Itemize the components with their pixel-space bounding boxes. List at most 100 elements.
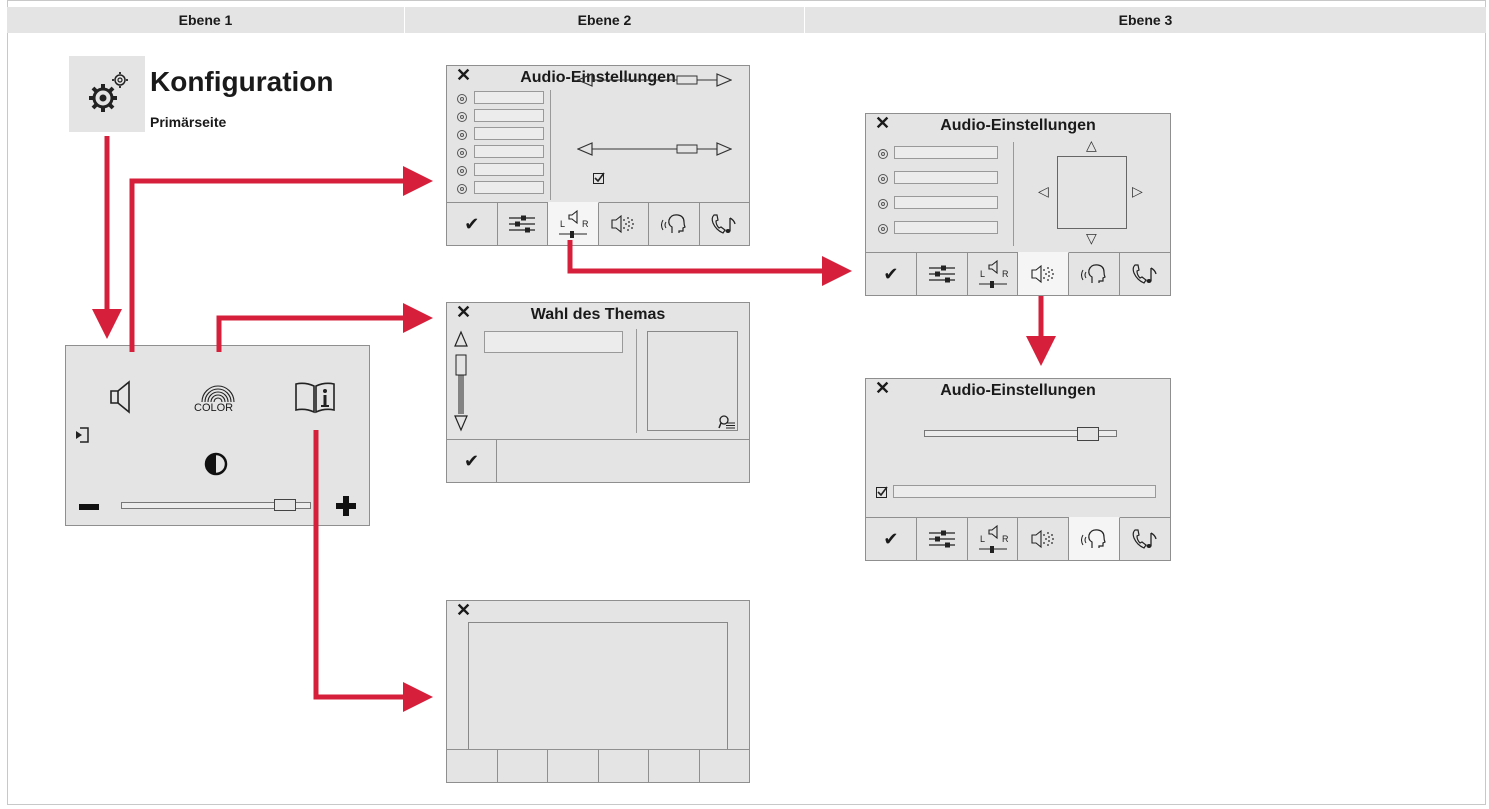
check-icon: ✔ xyxy=(883,263,899,284)
preset-radio[interactable] xyxy=(457,148,467,158)
preset-radio[interactable] xyxy=(457,130,467,140)
info-panel: ✕ xyxy=(446,600,750,783)
primary-settings-panel: COLOR xyxy=(65,345,370,526)
tab-confirm[interactable]: ✔ xyxy=(866,253,917,295)
tab-empty[interactable] xyxy=(700,750,750,782)
preset-radio[interactable] xyxy=(457,184,467,194)
arrow-right-icon[interactable]: ▷ xyxy=(1132,183,1143,199)
tab-phone-music[interactable] xyxy=(700,203,750,245)
exit-icon[interactable] xyxy=(74,426,90,444)
brightness-slider-thumb[interactable] xyxy=(274,499,296,511)
tab-empty[interactable] xyxy=(548,750,599,782)
level-slider[interactable] xyxy=(924,430,1117,437)
tab-confirm[interactable]: ✔ xyxy=(447,203,498,245)
zoom-list-icon[interactable] xyxy=(718,414,736,430)
tab-empty[interactable] xyxy=(649,750,700,782)
level-slider-thumb[interactable] xyxy=(1077,427,1099,441)
tab-voice[interactable] xyxy=(649,203,700,245)
close-icon[interactable]: ✕ xyxy=(875,113,891,133)
svg-text:R: R xyxy=(1002,269,1009,279)
preset-field[interactable] xyxy=(894,146,998,159)
close-icon[interactable]: ✕ xyxy=(875,378,891,398)
minus-icon[interactable] xyxy=(79,504,99,510)
close-icon[interactable]: ✕ xyxy=(456,302,472,322)
preset-radio[interactable] xyxy=(457,94,467,104)
spatial-grid[interactable] xyxy=(1057,156,1127,229)
preset-field[interactable] xyxy=(474,163,544,176)
arrow-down-icon[interactable]: ▽ xyxy=(1086,230,1097,246)
preset-radio[interactable] xyxy=(878,224,888,234)
close-icon[interactable]: ✕ xyxy=(456,65,472,85)
tab-empty xyxy=(497,440,749,482)
diagram-frame xyxy=(7,0,1486,805)
color-theme-icon[interactable] xyxy=(198,382,238,404)
preset-field[interactable] xyxy=(474,109,544,122)
arrow-left-icon[interactable]: ◁ xyxy=(1038,183,1049,199)
divider xyxy=(1013,142,1014,246)
preset-field[interactable] xyxy=(894,196,998,209)
theme-name-field[interactable] xyxy=(484,331,623,353)
tab-confirm[interactable]: ✔ xyxy=(866,518,917,560)
speaker-spatial-icon xyxy=(1031,264,1055,284)
tab-equalizer[interactable] xyxy=(917,518,968,560)
svg-text:L: L xyxy=(560,219,565,229)
close-icon[interactable]: ✕ xyxy=(456,600,472,620)
slider-arrows-2[interactable] xyxy=(577,141,732,157)
audio-spatial-title: Audio-Einstellungen xyxy=(940,117,1096,134)
slider-arrows-1[interactable] xyxy=(577,72,732,88)
tab-empty[interactable] xyxy=(447,750,498,782)
arrow-up-icon[interactable]: △ xyxy=(1086,137,1097,153)
tab-phone-music[interactable] xyxy=(1120,518,1170,560)
config-title: Konfiguration xyxy=(150,66,334,97)
tab-phone-music[interactable] xyxy=(1120,253,1170,295)
tab-voice[interactable] xyxy=(1069,253,1121,295)
tab-empty[interactable] xyxy=(599,750,649,782)
info-content-area xyxy=(468,622,728,750)
info-book-icon[interactable] xyxy=(294,382,336,414)
preset-field[interactable] xyxy=(894,171,998,184)
tab-spatial[interactable] xyxy=(1018,252,1070,295)
preset-field[interactable] xyxy=(474,127,544,140)
tab-equalizer[interactable] xyxy=(917,253,968,295)
checkbox-icon[interactable] xyxy=(876,486,888,498)
preset-radio[interactable] xyxy=(457,112,467,122)
phone-music-icon xyxy=(711,214,736,234)
preset-field[interactable] xyxy=(474,181,544,194)
speaker-spatial-icon xyxy=(1031,529,1055,549)
preset-radio[interactable] xyxy=(878,199,888,209)
contrast-icon[interactable] xyxy=(204,452,228,476)
equalizer-icon xyxy=(928,530,955,548)
tab-empty[interactable] xyxy=(498,750,548,782)
tab-spatial[interactable] xyxy=(599,203,649,245)
preset-field[interactable] xyxy=(474,145,544,158)
tab-voice[interactable] xyxy=(1069,517,1121,560)
audio-level-title: Audio-Einstellungen xyxy=(940,382,1096,399)
preset-radio[interactable] xyxy=(878,174,888,184)
theme-title: Wahl des Themas xyxy=(530,306,666,323)
option-field[interactable] xyxy=(893,485,1156,498)
brightness-slider[interactable] xyxy=(121,502,311,509)
plus-icon[interactable] xyxy=(336,496,356,516)
info-tabs xyxy=(447,749,749,782)
voice-icon xyxy=(660,214,686,233)
tab-spatial[interactable] xyxy=(1018,518,1070,560)
tab-confirm[interactable]: ✔ xyxy=(447,440,497,482)
svg-text:R: R xyxy=(582,219,589,229)
preset-radio[interactable] xyxy=(457,166,467,176)
speaker-icon[interactable] xyxy=(110,380,132,414)
svg-text:L: L xyxy=(980,269,985,279)
scrollbar[interactable] xyxy=(453,330,469,432)
preset-radio[interactable] xyxy=(878,149,888,159)
tab-equalizer[interactable] xyxy=(498,203,548,245)
preset-field[interactable] xyxy=(894,221,998,234)
checkbox-icon[interactable] xyxy=(593,172,605,184)
preset-field[interactable] xyxy=(474,91,544,104)
